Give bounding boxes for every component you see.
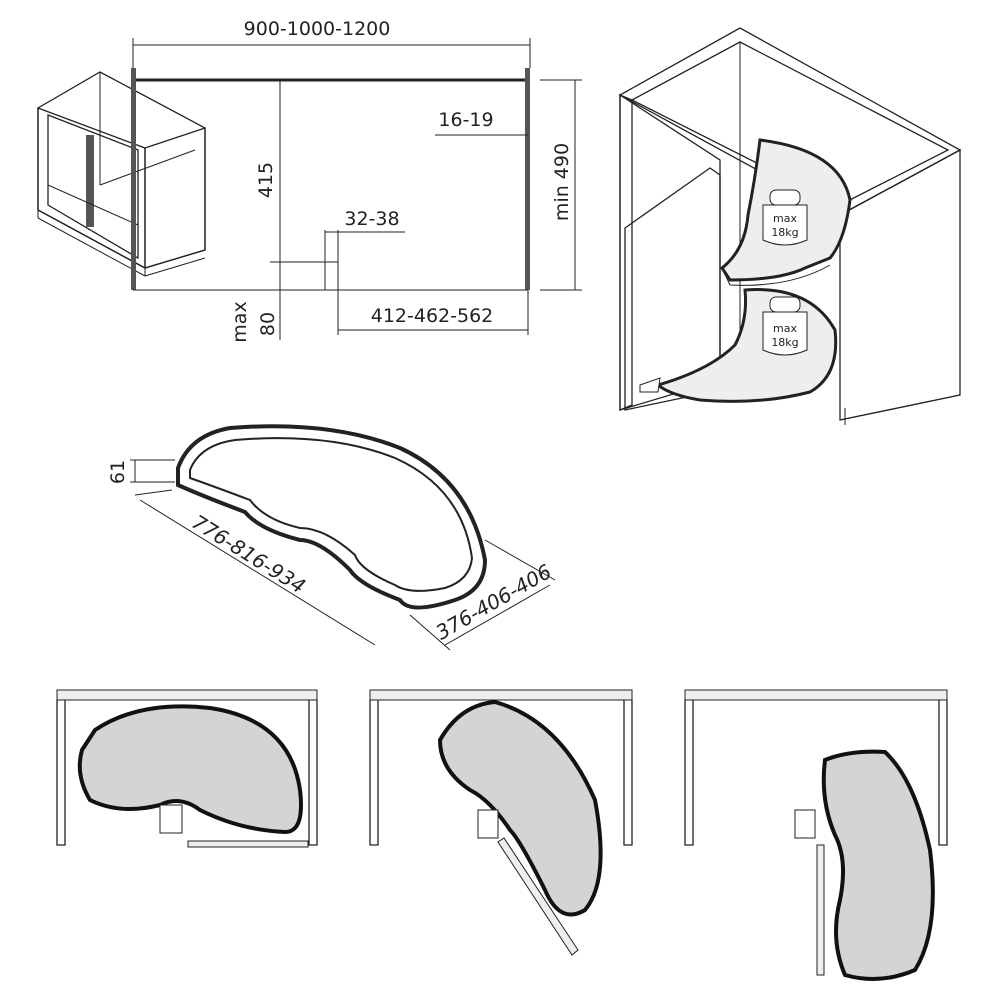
max-80-label: 80 (257, 312, 279, 336)
plan-view-closed (56, 689, 318, 848)
kidney-tray: 61 776-816-934 376-406-406 (107, 424, 555, 651)
plan-view-open (684, 689, 948, 981)
max-label: max (229, 301, 251, 342)
load-value-label: 18kg (771, 336, 798, 349)
cabinet-thumbnail (37, 71, 206, 277)
load-value-label: 18kg (771, 226, 798, 239)
weight-lower: max 18kg (762, 296, 808, 356)
thickness-label: 16-19 (438, 109, 493, 131)
offset-label: 412-462-562 (371, 305, 494, 327)
plan-view-swinging (369, 689, 633, 956)
tray-height-label: 61 (107, 460, 129, 484)
overall-width-label: 900-1000-1200 (244, 18, 391, 40)
load-max-label: max (773, 322, 797, 335)
elevation-drawing: 900-1000-1200 415 16-19 min 490 32-38 41… (131, 18, 582, 343)
min-height-label: min 490 (551, 143, 573, 221)
isometric-cabinet: max 18kg max 18kg (618, 27, 962, 425)
weight-upper: max 18kg (762, 189, 808, 246)
load-max-label: max (773, 212, 797, 225)
height-415-label: 415 (255, 162, 277, 198)
post-label: 32-38 (344, 208, 399, 230)
